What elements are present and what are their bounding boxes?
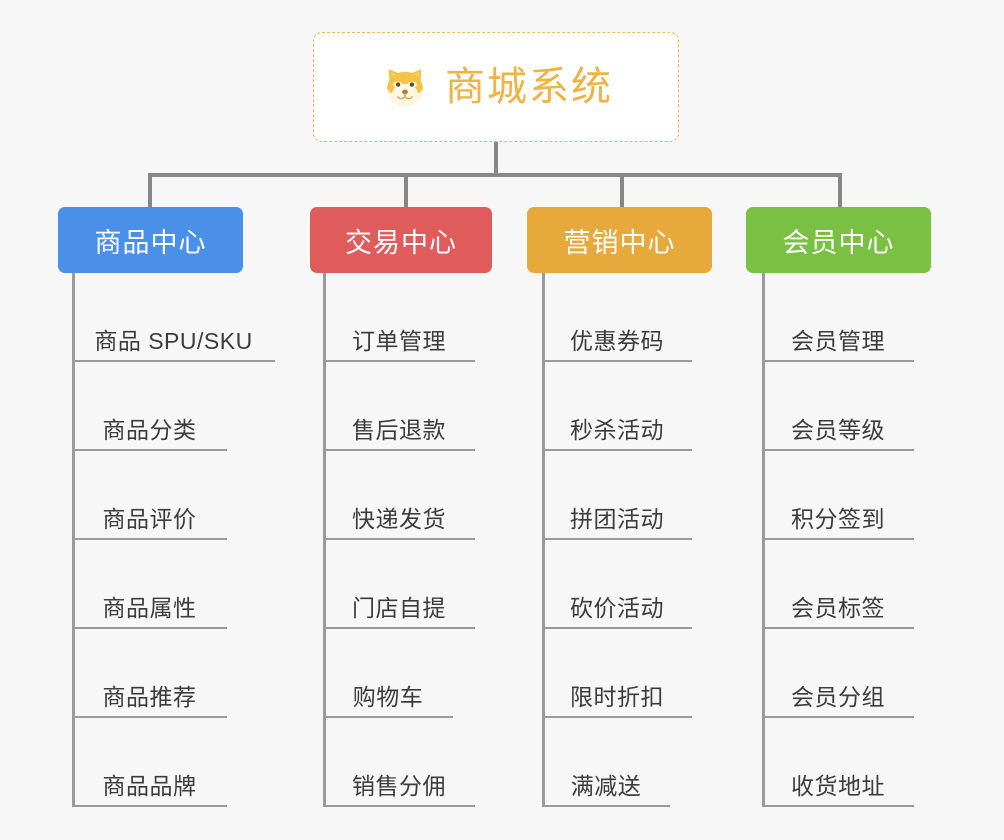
leaf-label: 商品属性 [102,594,197,621]
leaf-label: 快递发货 [352,505,446,532]
leaf-item[interactable]: 会员管理 [762,273,914,362]
leaf-label: 销售分佣 [352,772,446,799]
category-header-3[interactable]: 营销中心 [527,207,712,273]
category-header-2[interactable]: 交易中心 [310,207,492,273]
leaf-item[interactable]: 商品属性 [72,540,227,629]
root-node[interactable]: 商城系统 [313,32,679,142]
leaf-item[interactable]: 收货地址 [762,718,914,807]
leaf-label: 收货地址 [791,772,885,799]
leaf-item[interactable]: 优惠券码 [542,273,692,362]
leaf-label: 商品品牌 [102,772,197,799]
leaf-item[interactable]: 售后退款 [323,362,475,451]
leaf-label: 商品分类 [102,416,197,443]
leaf-item[interactable]: 商品 SPU/SKU [72,273,275,362]
leaf-spine-1 [72,273,75,807]
connector-drop-3 [620,173,624,209]
leaf-item[interactable]: 会员等级 [762,362,914,451]
leaf-item[interactable]: 商品分类 [72,362,227,451]
leaf-label: 砍价活动 [570,594,664,621]
leaf-label: 商品推荐 [102,683,197,710]
leaf-item[interactable]: 积分签到 [762,451,914,540]
leaf-item[interactable]: 拼团活动 [542,451,692,540]
connector-drop-2 [404,173,408,209]
leaf-label: 商品 SPU/SKU [94,327,253,354]
leaf-item[interactable]: 门店自提 [323,540,475,629]
leaf-label: 订单管理 [352,327,446,354]
leaf-item[interactable]: 销售分佣 [323,718,475,807]
leaf-label: 购物车 [352,683,424,710]
leaf-label: 积分签到 [791,505,885,532]
leaf-item[interactable]: 购物车 [323,629,453,718]
leaf-item[interactable]: 限时折扣 [542,629,692,718]
leaf-label: 售后退款 [352,416,446,443]
leaf-item[interactable]: 秒杀活动 [542,362,692,451]
shiba-dog-face-icon [379,61,431,113]
leaf-label: 会员管理 [791,327,885,354]
leaf-label: 商品评价 [102,505,197,532]
leaf-spine-2 [323,273,326,807]
leaf-spine-3 [542,273,545,807]
leaf-item[interactable]: 商品推荐 [72,629,227,718]
leaf-item[interactable]: 满减送 [542,718,670,807]
leaf-label: 满减送 [570,772,642,799]
leaf-spine-4 [762,273,765,807]
leaf-label: 会员分组 [791,683,885,710]
leaf-item[interactable]: 快递发货 [323,451,475,540]
category-header-1[interactable]: 商品中心 [58,207,243,273]
category-header-4-label: 会员中心 [782,227,895,258]
leaf-label: 会员标签 [791,594,885,621]
category-header-2-label: 交易中心 [345,227,457,258]
leaf-label: 会员等级 [791,416,885,443]
connector-root-stem [494,142,498,177]
leaf-label: 拼团活动 [570,505,664,532]
connector-drop-4 [838,173,842,209]
category-header-1-label: 商品中心 [94,227,207,258]
root-title: 商城系统 [445,65,613,109]
leaf-item[interactable]: 会员标签 [762,540,914,629]
category-header-3-label: 营销中心 [563,227,676,258]
category-header-4[interactable]: 会员中心 [746,207,931,273]
leaf-item[interactable]: 商品评价 [72,451,227,540]
leaf-item[interactable]: 订单管理 [323,273,475,362]
leaf-item[interactable]: 砍价活动 [542,540,692,629]
leaf-label: 优惠券码 [570,327,664,354]
connector-drop-1 [148,173,152,209]
leaf-label: 门店自提 [352,594,446,621]
leaf-label: 限时折扣 [570,683,664,710]
leaf-label: 秒杀活动 [570,416,664,443]
connector-horizontal-bus [148,173,842,177]
leaf-item[interactable]: 商品品牌 [72,718,227,807]
leaf-item[interactable]: 会员分组 [762,629,914,718]
